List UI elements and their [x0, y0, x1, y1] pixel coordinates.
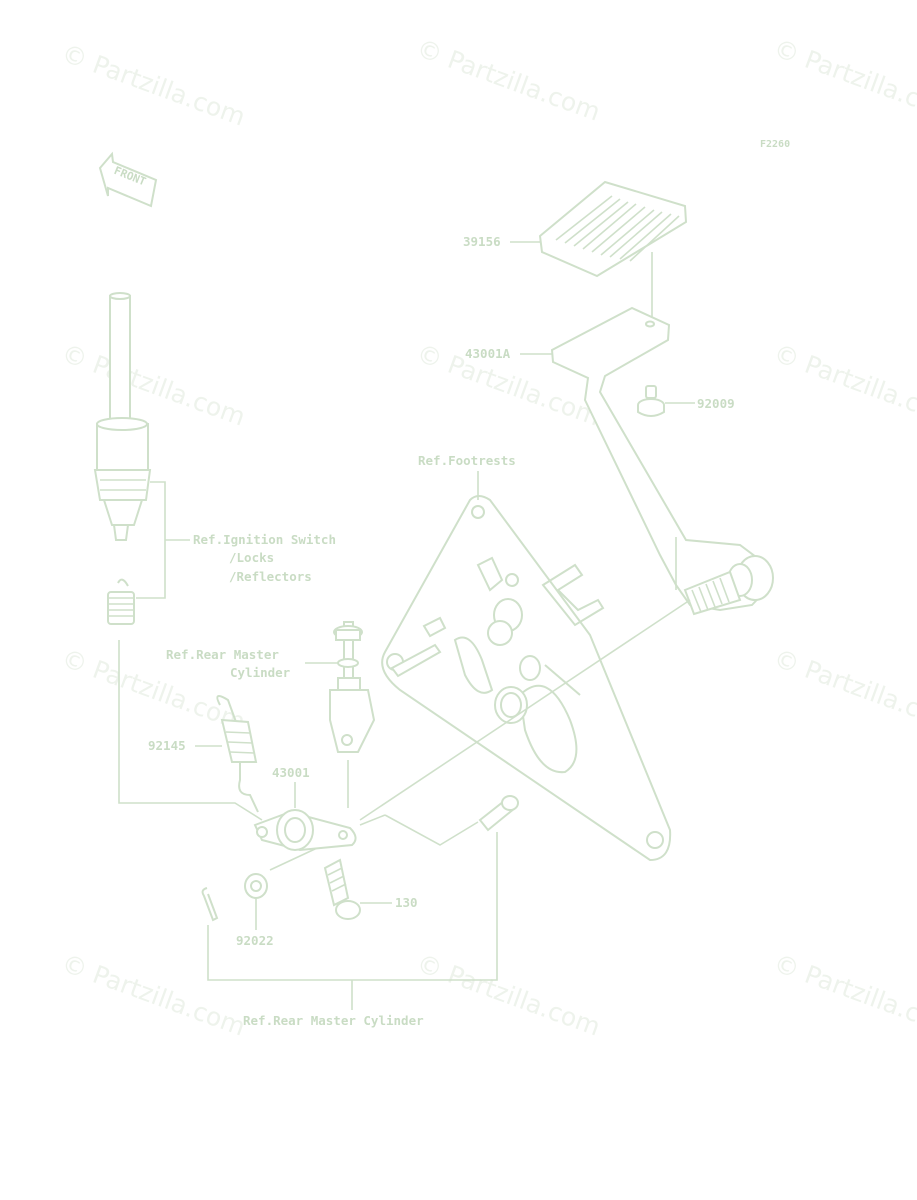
pin-path-line: [359, 814, 386, 826]
watermark: © Partzilla.com: [58, 338, 249, 431]
callout-ref-rear-master-2: Cylinder: [230, 665, 291, 680]
washer-92022-part: [244, 873, 268, 899]
watermark: © Partzilla.com: [770, 338, 917, 431]
callout-92145: 92145: [148, 738, 186, 753]
watermark: © Partzilla.com: [413, 948, 604, 1041]
watermark: © Partzilla.com: [770, 948, 917, 1041]
callout-ref-ignition-2: /Locks: [229, 550, 274, 565]
callout-ref-footrests: Ref.Footrests: [418, 453, 516, 468]
watermark: © Partzilla.com: [413, 33, 604, 126]
callout-92022: 92022: [236, 933, 274, 948]
lever-43001-part: [253, 809, 357, 852]
front-arrow-label: FRONT: [112, 164, 148, 189]
callout-43001: 43001: [272, 765, 310, 780]
callout-ref-rear-master-bottom: Ref.Rear Master Cylinder: [243, 1013, 424, 1028]
master-cylinder-rod-part: [329, 621, 376, 753]
callout-ref-rear-master-1: Ref.Rear Master: [166, 647, 279, 662]
watermark: © Partzilla.com: [58, 948, 249, 1041]
brake-pedal-part: [550, 306, 774, 616]
callout-39156: 39156: [463, 234, 501, 249]
switch-link-line: [118, 640, 263, 821]
bolt-130-part: [323, 858, 361, 920]
cotter-pin-part: [201, 887, 219, 922]
watermark: © Partzilla.com: [770, 643, 917, 736]
pivot-axis-line: [359, 599, 691, 821]
front-arrow-icon: FRONT: [98, 151, 158, 208]
pedal-pad-part: [538, 180, 688, 278]
clevis-pin-part: [478, 795, 519, 832]
pin-path-line-2: [384, 814, 479, 846]
bolt-92009-part: [637, 385, 665, 417]
callout-130: 130: [395, 895, 418, 910]
callout-ref-ignition-1: Ref.Ignition Switch: [193, 532, 336, 547]
callout-ref-ignition-3: /Reflectors: [229, 569, 312, 584]
spring-92145-part: [216, 695, 259, 813]
brake-switch-part: [93, 292, 152, 541]
footrest-bracket-part: [381, 495, 672, 862]
switch-spring-part: [107, 578, 135, 625]
figure-code: F2260: [760, 139, 790, 150]
callout-92009: 92009: [697, 396, 735, 411]
watermark: © Partzilla.com: [770, 33, 917, 126]
callout-43001a: 43001A: [465, 346, 511, 361]
watermark: © Partzilla.com: [58, 38, 249, 131]
